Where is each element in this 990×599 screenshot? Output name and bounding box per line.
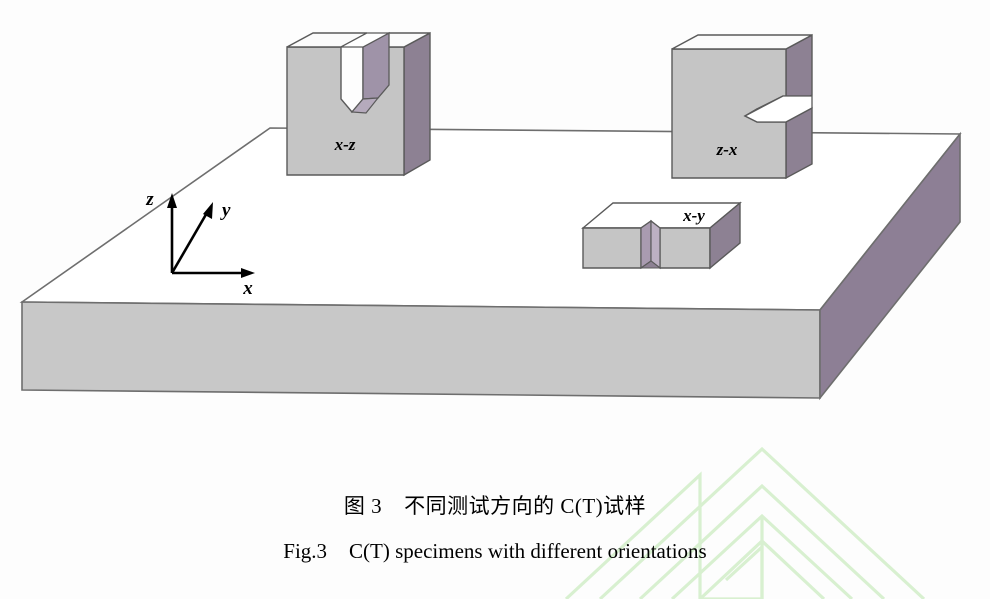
plate-top-face [19, 127, 962, 311]
specimen-zx-notch-opening [743, 95, 813, 123]
specimen-xz-notch-opening [340, 32, 390, 48]
caption-chinese: 图 3 不同测试方向的 C(T)试样 [0, 490, 990, 520]
axis-label-y: y [220, 200, 231, 221]
specimen-xy-front-left [582, 227, 642, 269]
specimen-xy-notch-floor [639, 260, 662, 269]
specimen-xy-notch-wall-right [650, 219, 661, 270]
specimen-xy-side-face [709, 201, 741, 270]
watermark-chevron [564, 446, 926, 599]
specimen-x-z [286, 31, 431, 177]
specimen-label-x-z: x-z [334, 135, 356, 154]
caption-english: Fig.3 C(T) specimens with different orien… [0, 539, 990, 564]
specimen-label-z-x: z-x [716, 140, 738, 159]
axis-arrow-y [203, 202, 213, 219]
axis-arrow-z [167, 193, 177, 208]
caption-english-text: C(T) specimens with different orientatio… [349, 539, 707, 563]
specimen-xy-notch-wall-left [640, 219, 652, 270]
base-plate [19, 127, 962, 401]
specimen-xz-notch-tip [350, 97, 380, 114]
axis-label-x: x [242, 278, 253, 299]
axis-line-y [170, 210, 210, 274]
plate-right-face [819, 131, 961, 401]
specimen-z-x [671, 33, 813, 180]
specimen-x-y [581, 201, 742, 270]
coordinate-axes [167, 193, 255, 278]
caption-english-number: Fig.3 [283, 539, 328, 563]
caption-chinese-number: 图 3 [343, 494, 383, 518]
plate-front-face [21, 301, 821, 399]
specimen-xz-side-face [403, 31, 431, 177]
specimen-zx-top-face [671, 34, 813, 50]
axis-arrow-x [241, 268, 255, 278]
specimen-label-x-y: x-y [682, 206, 705, 225]
specimen-xy-front-right [659, 227, 711, 269]
caption-chinese-text: 不同测试方向的 C(T)试样 [404, 494, 647, 518]
axis-label-z: z [145, 189, 154, 210]
